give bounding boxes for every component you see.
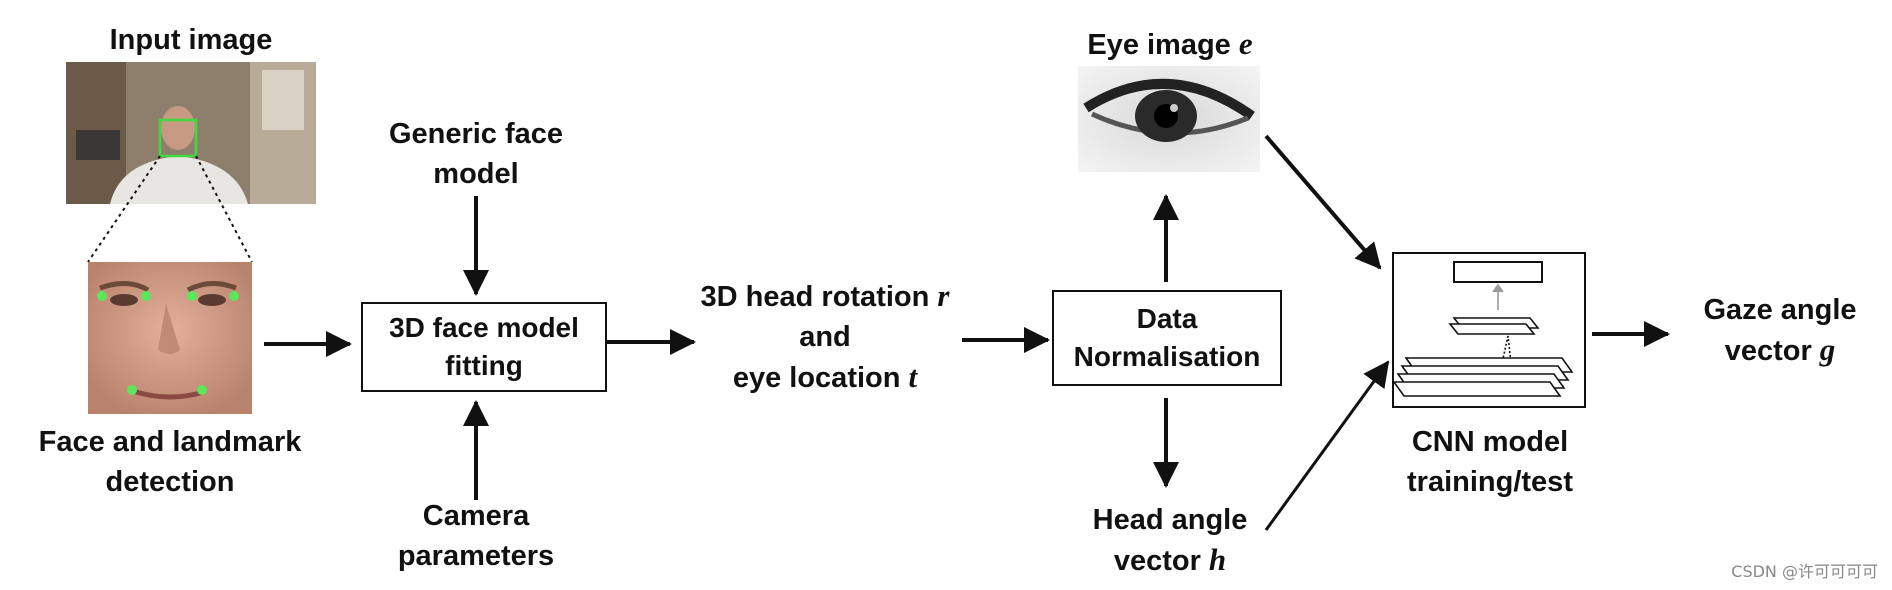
head-angle-vector-label: Head angle vector h: [1092, 504, 1248, 577]
data-normalisation-box: Data Normalisation: [1052, 290, 1282, 386]
input-image-title: Input image: [109, 24, 273, 56]
zoom-connector-left: [87, 155, 161, 263]
eye-photo: [1078, 66, 1260, 172]
arrow-eye-to-cnn: [1264, 134, 1382, 270]
gaze-angle-vector-label: Gaze angle vector g: [1703, 294, 1857, 367]
generic-face-model-label: Generic face model: [388, 118, 564, 190]
face-detection-label: Face and landmark detection: [38, 426, 302, 498]
camera-parameters-label: Camera parameters: [397, 500, 555, 572]
head-rotation-eye-location-label: 3D head rotation r and eye location t: [700, 278, 950, 394]
face-model-fitting-box: 3D face model fitting: [361, 302, 607, 392]
cnn-model-box: [1392, 252, 1586, 408]
landmark-dots: [97, 291, 239, 395]
input-photo: [66, 62, 316, 204]
eye-image-label: Eye image e: [1087, 26, 1253, 61]
cnn-layers-illustration: [1392, 261, 1574, 397]
arrow-headangle-to-cnn: [1264, 360, 1390, 531]
face-crop: [88, 262, 252, 414]
cnn-model-label: CNN model training/test: [1407, 426, 1573, 498]
zoom-connector-right: [195, 155, 253, 263]
watermark: CSDN @许可可可可: [1731, 562, 1878, 581]
